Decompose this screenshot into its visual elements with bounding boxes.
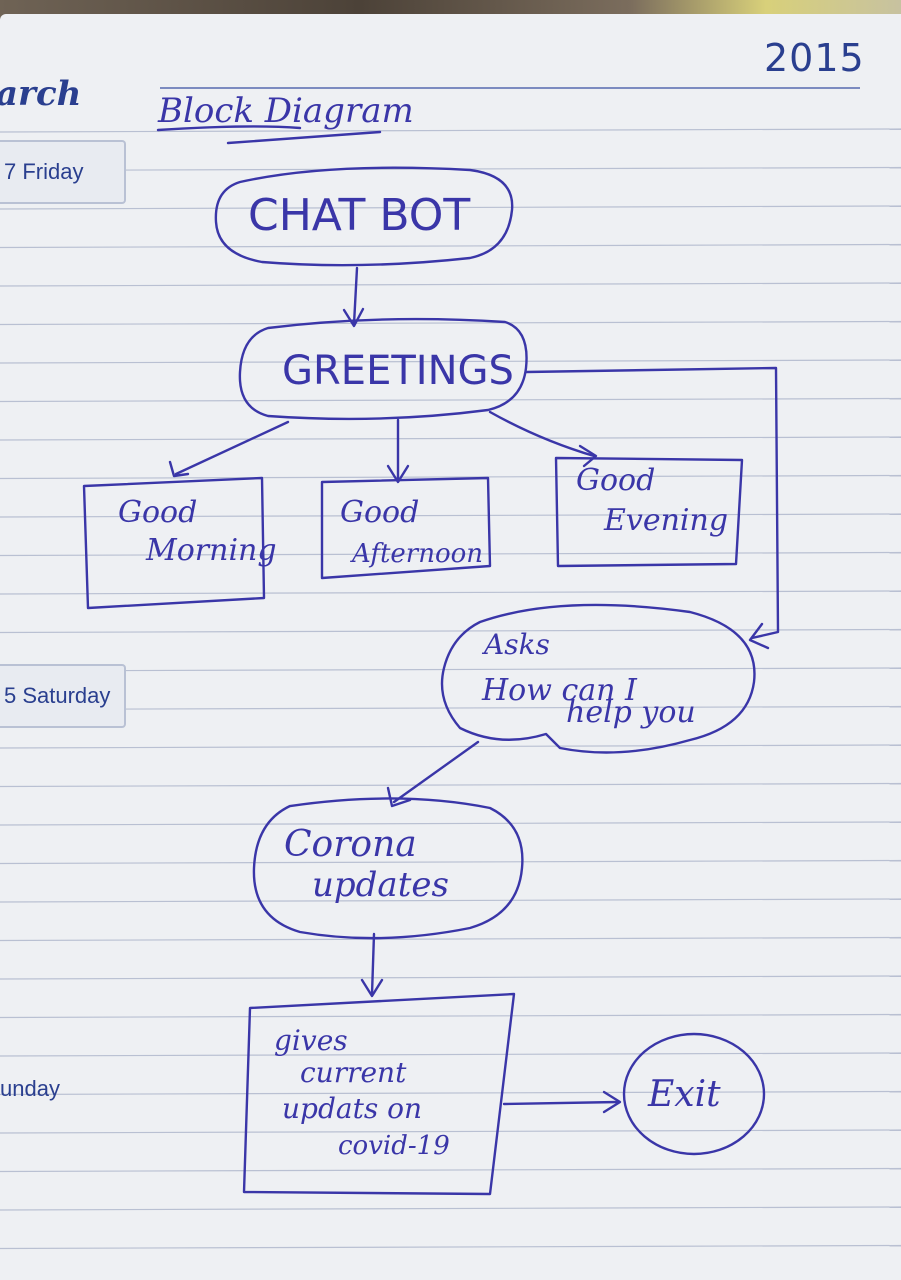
gives-label-3: updats on [282, 1092, 422, 1125]
ruled-line [0, 628, 901, 634]
ruled-line [0, 782, 901, 788]
ruled-line [0, 282, 901, 287]
day-label-friday: 7 Friday [4, 159, 84, 184]
good-afternoon-label-1: Good [340, 495, 419, 530]
arrow-asks-corona [392, 740, 480, 804]
arrow-chatbot-greetings [352, 266, 359, 326]
ruled-line [0, 1167, 901, 1173]
good-evening-node-shape [554, 456, 744, 568]
month-label: arch [0, 74, 82, 114]
gives-label-4: covid-19 [338, 1131, 450, 1161]
good-afternoon-node-shape [320, 476, 492, 580]
ruled-line [0, 859, 901, 865]
ruled-line [0, 243, 901, 249]
day-label-saturday: 5 Saturday [4, 683, 111, 708]
asks-label-3: help you [566, 695, 696, 730]
good-afternoon-label-2: Afternoon [350, 539, 483, 569]
gives-node-shape [242, 992, 516, 1196]
arrowhead [602, 1090, 622, 1114]
ruled-line [0, 744, 901, 749]
greetings-node-shape [238, 317, 528, 421]
ruled-line [0, 359, 901, 364]
exit-label: Exit [647, 1074, 721, 1115]
ruled-line [0, 821, 901, 826]
corona-label-1: Corona [284, 824, 417, 865]
ruled-line [0, 397, 901, 403]
good-morning-node-shape [82, 476, 266, 610]
arrowhead [386, 464, 410, 484]
asks-label-1: Asks [481, 628, 550, 661]
good-morning-label-1: Good [118, 495, 197, 530]
ruled-line [0, 975, 901, 980]
day-tab-friday: 7 Friday [0, 140, 126, 204]
ruled-line [0, 205, 901, 210]
arrowhead [342, 307, 365, 328]
arrowhead [748, 622, 770, 650]
ruled-line [0, 128, 901, 133]
ruled-line [0, 1052, 901, 1057]
ruled-line [0, 898, 901, 903]
chatbot-node-shape [214, 166, 514, 267]
good-morning-label-2: Morning [145, 533, 277, 568]
corona-label-2: updates [312, 865, 449, 905]
ruled-line [0, 1013, 901, 1019]
exit-node-shape [622, 1032, 766, 1156]
good-evening-label-1: Good [576, 463, 655, 498]
ruled-line [0, 667, 901, 672]
ruled-line [0, 1206, 901, 1211]
ruled-line [0, 474, 901, 480]
ruled-line [0, 590, 901, 595]
asks-node-shape [440, 603, 756, 754]
arrowhead [578, 444, 598, 468]
heading-underline [156, 125, 302, 132]
ruled-line [0, 936, 901, 942]
arrowhead [360, 978, 384, 998]
ruled-line [0, 320, 901, 326]
arrow-greetings-asks [524, 366, 780, 640]
good-evening-label-2: Evening [603, 503, 728, 538]
arrow-greetings-morning [174, 420, 290, 476]
diagram-heading: Block Diagram [157, 91, 414, 131]
ruled-line [0, 1090, 901, 1096]
heading-underline-2 [226, 130, 382, 145]
ruled-line [0, 513, 901, 518]
paper-sheet [0, 14, 901, 1280]
arrowhead [386, 786, 412, 808]
arrow-corona-gives [370, 932, 376, 996]
chatbot-label: CHAT BOT [248, 190, 470, 241]
day-label-sunday: unday [0, 1076, 60, 1101]
ruled-line [0, 551, 901, 557]
year-label: 2015 [764, 36, 865, 80]
arrow-greetings-evening [488, 410, 596, 458]
ruled-line [0, 436, 901, 441]
gives-label-2: current [300, 1056, 407, 1089]
ruled-line [0, 705, 901, 711]
corona-node-shape [252, 797, 524, 940]
day-tab-saturday: 5 Saturday [0, 664, 126, 728]
asks-label-2: How can I [481, 673, 638, 708]
arrowhead [168, 460, 190, 478]
gives-label-1: gives [274, 1024, 348, 1057]
greetings-label: GREETINGS [282, 348, 514, 394]
arrow-gives-exit [502, 1100, 620, 1106]
ruled-line [0, 1244, 901, 1250]
